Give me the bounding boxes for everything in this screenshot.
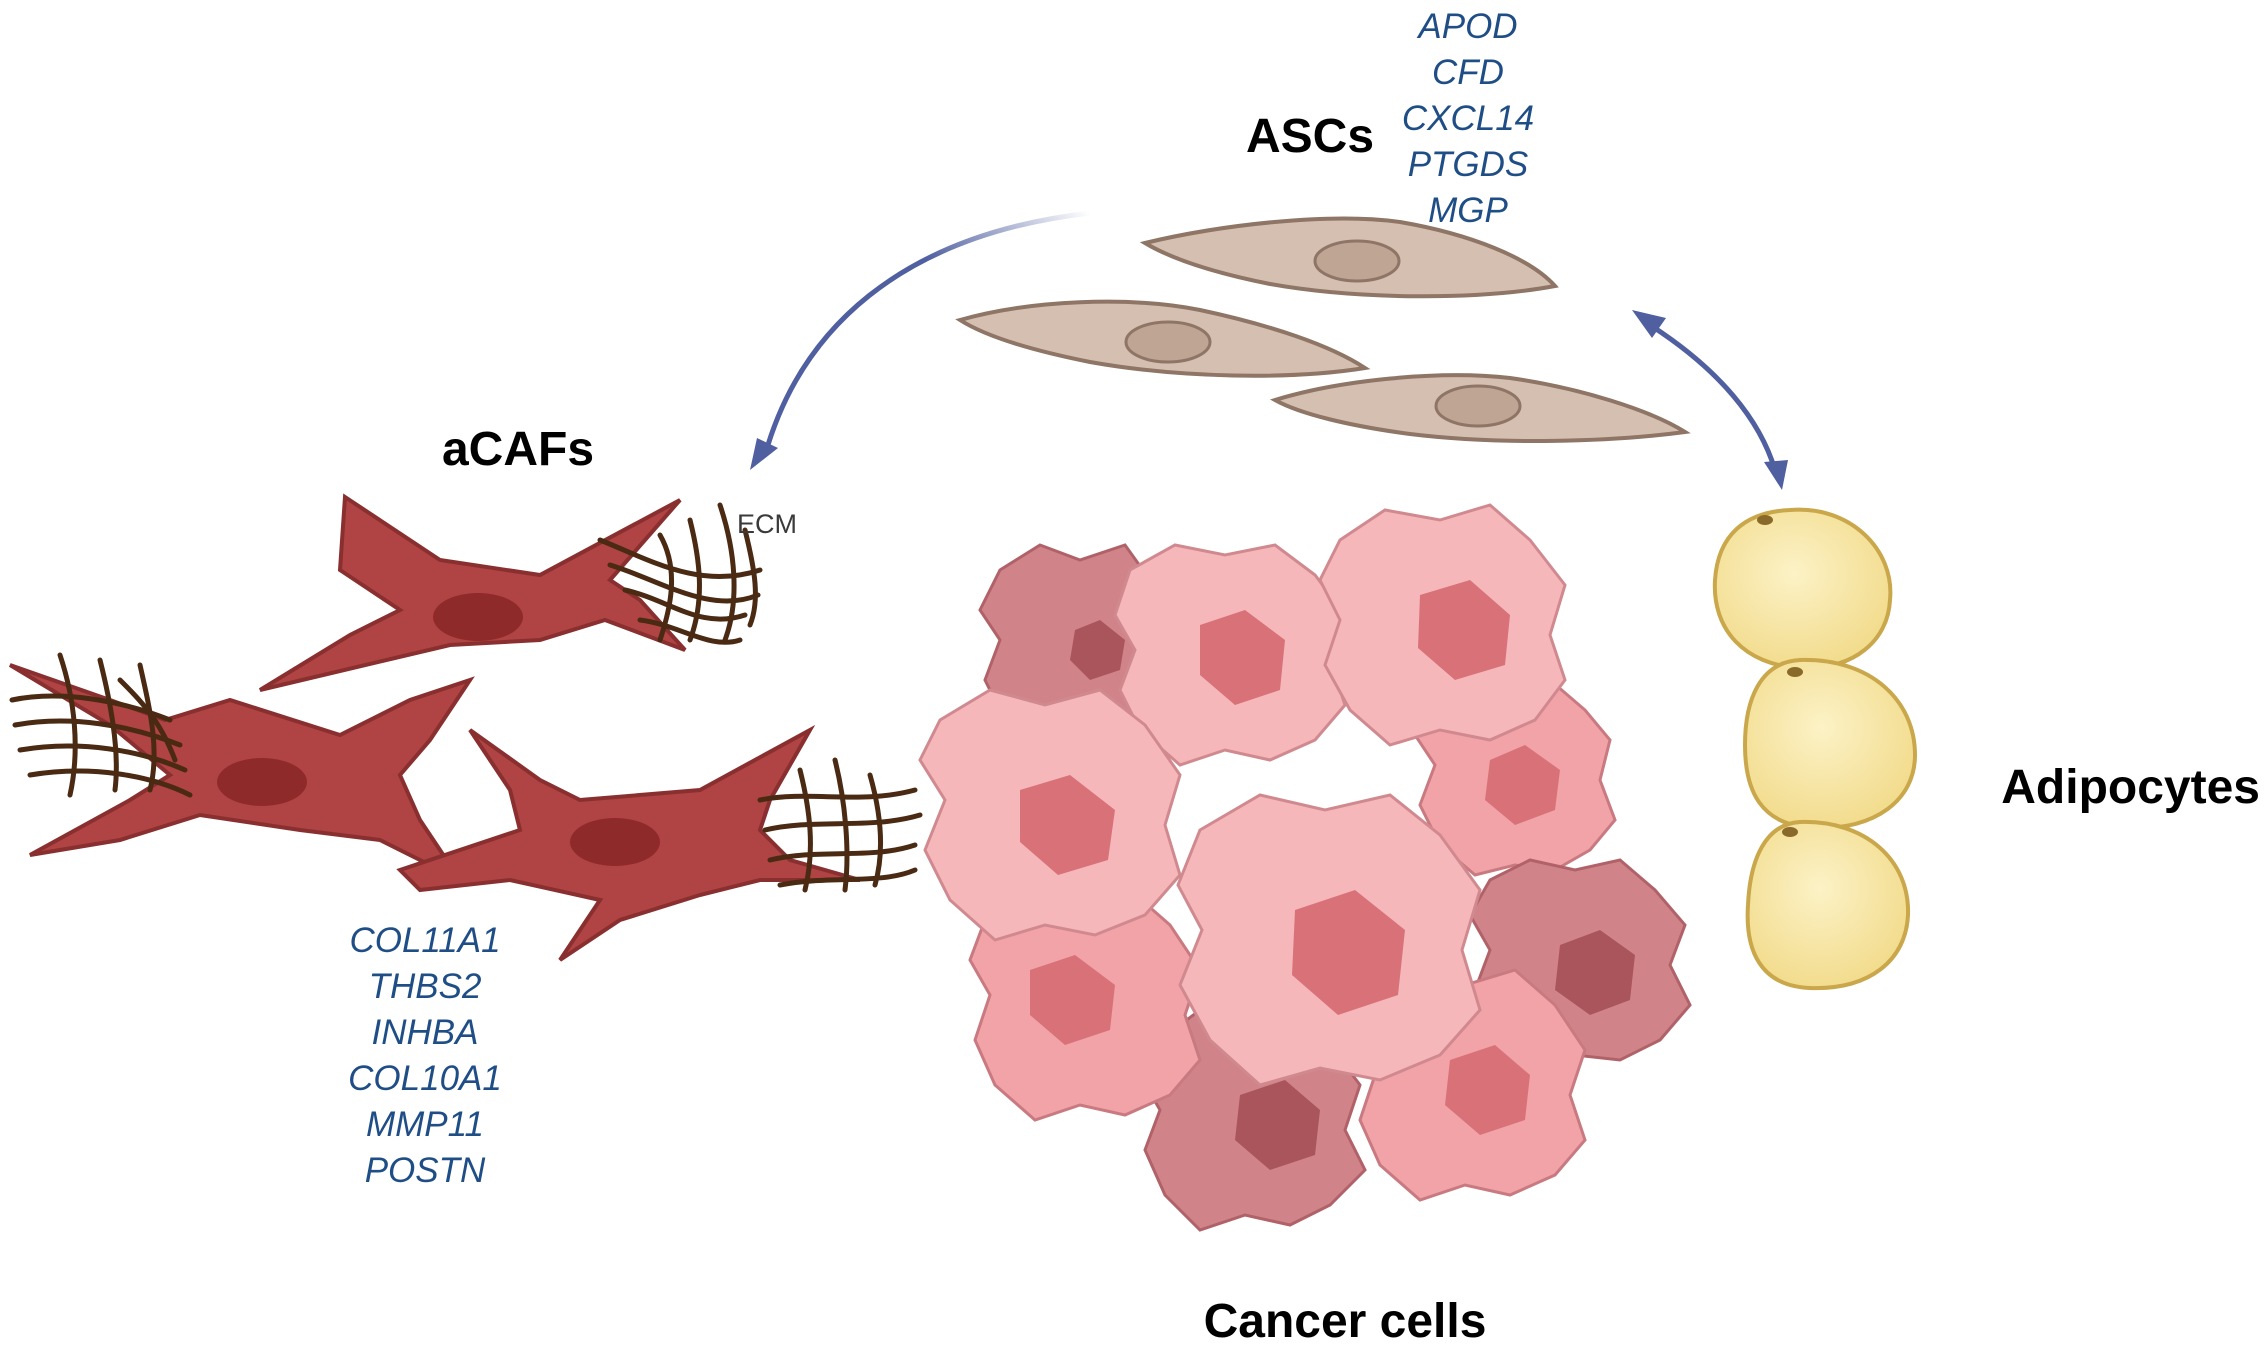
gene-label: MMP11 <box>366 1105 484 1144</box>
cancer-cell <box>918 688 1182 942</box>
gene-label: THBS2 <box>369 967 482 1006</box>
adipocyte <box>1745 819 1911 991</box>
gene-label: PTGDS <box>1408 145 1529 184</box>
cancer-cell <box>1318 503 1567 747</box>
adipocyte <box>1712 507 1893 671</box>
acaf-cells <box>8 493 861 962</box>
cancer-cell <box>1113 543 1347 767</box>
gene-label: COL10A1 <box>348 1059 502 1098</box>
ecm-bundle <box>9 652 193 798</box>
cancer-cell-cluster <box>918 503 1692 1232</box>
adipocytes-label: Adipocytes <box>2001 761 2260 814</box>
cancer-cell <box>968 888 1202 1122</box>
asc-adipocyte-double-arrow <box>1632 310 1788 490</box>
cancer-cell <box>1176 793 1482 1087</box>
gene-label: COL11A1 <box>349 921 500 960</box>
gene-label: CXCL14 <box>1402 99 1534 138</box>
ecm-fibers <box>9 502 923 893</box>
acaf-label: aCAFs <box>442 423 594 476</box>
asc-to-acaf-arrow <box>750 210 1091 470</box>
gene-label: INHBA <box>372 1013 479 1052</box>
adipocyte <box>1742 657 1918 831</box>
acaf-cell <box>8 663 475 886</box>
adipocytes <box>1712 507 1918 991</box>
acaf-cell <box>258 493 687 692</box>
gene-label: POSTN <box>365 1151 486 1190</box>
asc-cells <box>955 216 1691 443</box>
acaf-cell <box>396 724 861 962</box>
ecm-label: ECM <box>737 509 797 539</box>
asc-cell <box>1269 373 1691 443</box>
gene-label: APOD <box>1416 7 1517 46</box>
asc-gene-list: APOD CFD CXCL14 PTGDS MGP <box>1402 7 1534 230</box>
asc-cell <box>1139 216 1559 299</box>
gene-label: MGP <box>1428 191 1508 230</box>
acaf-gene-list: COL11A1 THBS2 INHBA COL10A1 MMP11 POSTN <box>348 921 502 1190</box>
ecm-bundle <box>757 757 923 893</box>
cancer-cells-label: Cancer cells <box>1204 1295 1487 1348</box>
gene-label: CFD <box>1432 53 1504 92</box>
asc-label: ASCs <box>1246 110 1374 163</box>
ecm-bundle <box>597 502 763 645</box>
asc-cell <box>955 299 1371 378</box>
